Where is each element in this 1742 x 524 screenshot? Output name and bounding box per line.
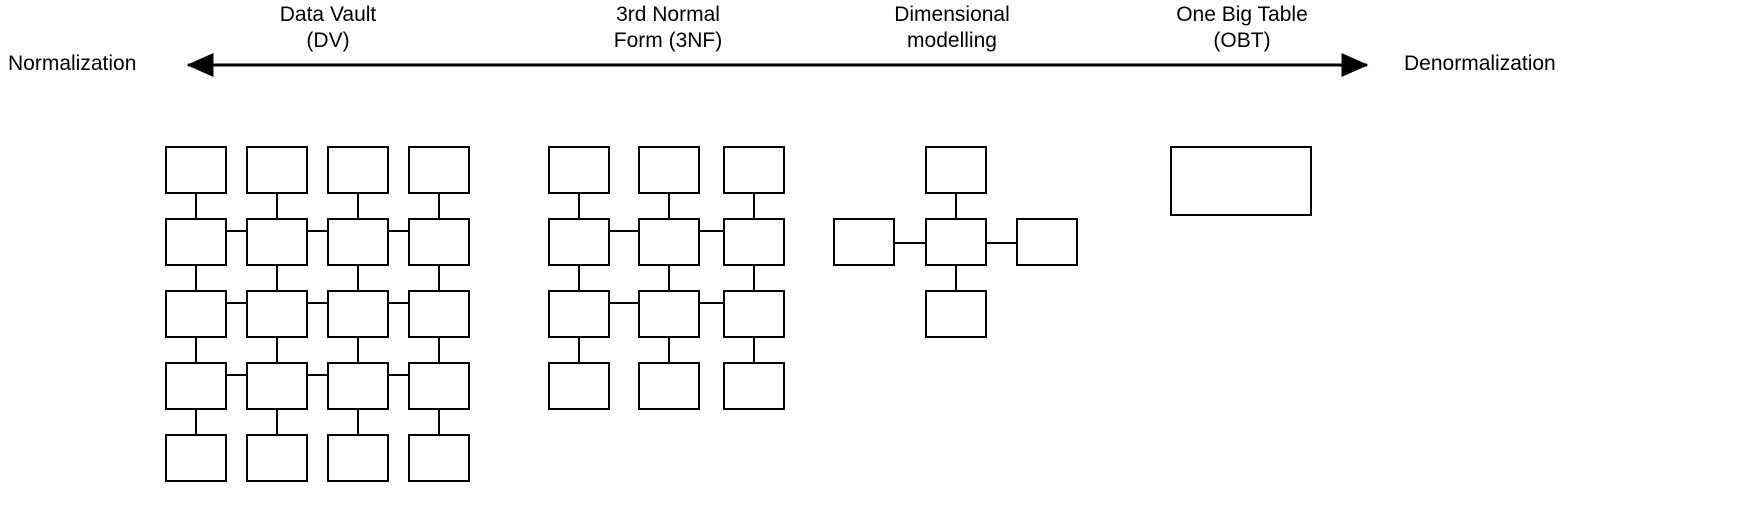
stage-label-one-big-table: One Big Table (OBT): [1122, 2, 1362, 54]
stage-label-line1: 3rd Normal: [616, 3, 720, 26]
connector-vertical: [195, 194, 197, 230]
connector-vertical: [438, 410, 440, 446]
connector-vertical: [578, 266, 580, 302]
connector-horizontal: [986, 242, 1017, 244]
stage-label-line2: (DV): [306, 29, 350, 52]
connector-vertical: [668, 194, 670, 230]
connector-vertical: [753, 266, 755, 302]
table-box: [165, 290, 227, 338]
table-box: [165, 218, 227, 266]
stage-label-line2: (OBT): [1213, 29, 1271, 52]
dimension-table-box-top: [925, 146, 987, 194]
connector-vertical: [357, 410, 359, 446]
one-big-table-box: [1170, 146, 1312, 216]
connector-vertical: [357, 266, 359, 302]
table-box: [327, 434, 389, 482]
table-box: [246, 146, 308, 194]
table-box: [408, 290, 470, 338]
connector-vertical: [357, 338, 359, 374]
dimension-table-box-left: [833, 218, 895, 266]
connector-vertical: [668, 338, 670, 374]
connector-vertical: [276, 194, 278, 230]
table-box: [638, 218, 700, 266]
double-arrow-icon: [186, 53, 1369, 77]
table-box: [246, 218, 308, 266]
connector-vertical: [955, 194, 957, 230]
table-box: [327, 218, 389, 266]
stage-label-line1: Dimensional: [894, 3, 1010, 26]
connector-vertical: [668, 266, 670, 302]
table-box: [408, 146, 470, 194]
connector-vertical: [195, 410, 197, 446]
table-box: [327, 290, 389, 338]
axis-label-denormalization: Denormalization: [1404, 52, 1556, 75]
connector-vertical: [276, 338, 278, 374]
table-box: [723, 218, 785, 266]
connector-vertical: [438, 194, 440, 230]
table-box: [408, 362, 470, 410]
table-box: [408, 218, 470, 266]
table-box: [327, 362, 389, 410]
axis-label-normalization: Normalization: [8, 52, 137, 75]
table-box: [246, 434, 308, 482]
stage-label-line2: Form (3NF): [613, 29, 723, 52]
stage-label-line1: Data Vault: [279, 3, 377, 26]
connector-vertical: [578, 194, 580, 230]
fact-table-box: [925, 218, 987, 266]
connector-vertical: [438, 338, 440, 374]
table-box: [548, 290, 610, 338]
table-box: [408, 434, 470, 482]
connector-vertical: [753, 194, 755, 230]
connector-vertical: [955, 266, 957, 302]
table-box: [165, 362, 227, 410]
table-box: [548, 218, 610, 266]
table-box: [723, 146, 785, 194]
table-box: [723, 362, 785, 410]
table-box: [165, 434, 227, 482]
stage-label-data-vault: Data Vault (DV): [208, 2, 448, 54]
table-box: [638, 290, 700, 338]
connector-vertical: [195, 338, 197, 374]
table-box: [638, 362, 700, 410]
table-box: [165, 146, 227, 194]
table-box: [638, 146, 700, 194]
connector-horizontal: [895, 242, 926, 244]
connector-vertical: [438, 266, 440, 302]
connector-vertical: [357, 194, 359, 230]
connector-vertical: [276, 266, 278, 302]
stage-label-dimensional-modelling: Dimensional modelling: [832, 2, 1072, 54]
table-box: [246, 290, 308, 338]
connector-vertical: [195, 266, 197, 302]
dimension-table-box-right: [1016, 218, 1078, 266]
table-box: [327, 146, 389, 194]
connector-vertical: [578, 338, 580, 374]
connector-vertical: [753, 338, 755, 374]
stage-label-line1: One Big Table: [1176, 3, 1308, 26]
table-box: [246, 362, 308, 410]
table-box: [548, 362, 610, 410]
table-box: [723, 290, 785, 338]
connector-vertical: [276, 410, 278, 446]
table-box: [548, 146, 610, 194]
dimension-table-box-bottom: [925, 290, 987, 338]
stage-label-line2: modelling: [907, 29, 997, 52]
stage-label-third-normal-form: 3rd Normal Form (3NF): [548, 2, 788, 54]
